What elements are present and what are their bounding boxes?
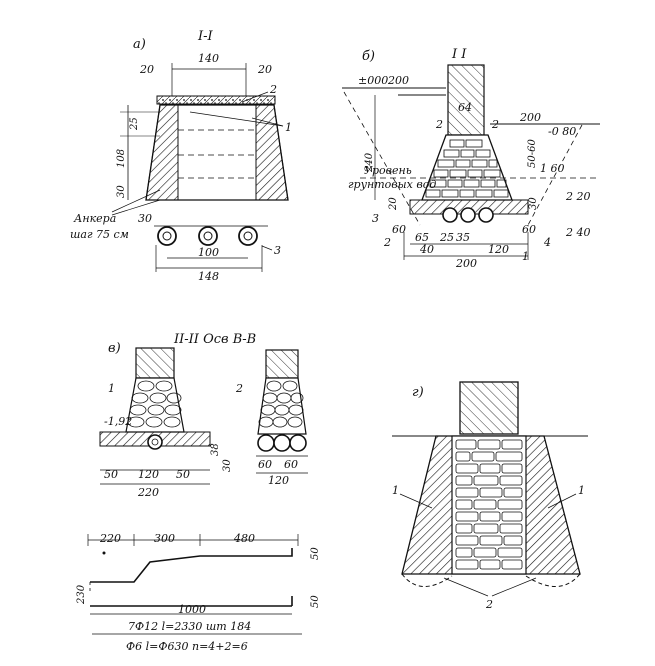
dim-a-20-left: 20: [139, 63, 154, 76]
dim-b-5060: 50-60: [527, 139, 538, 168]
callout-b-2b: 2: [491, 118, 499, 131]
callout-b-3: 3: [372, 212, 379, 225]
panel-a-letter: а): [133, 37, 146, 52]
dim-v-60b: 60: [284, 458, 298, 471]
dim-a-30: 30: [116, 185, 127, 198]
rebar-detail: 220 300 480 230 50 50 1000 7Ф12 l=2330 ш…: [76, 532, 321, 653]
dim-a-100: 100: [198, 246, 219, 259]
dim-a-25: 25: [129, 117, 140, 131]
dim-b-240: 240: [364, 152, 375, 173]
level-b-ground: ±000: [358, 74, 388, 87]
dim-b-25: 25: [439, 231, 454, 244]
level-v: -1,92: [104, 415, 132, 428]
panel-g-letter: г): [412, 385, 424, 400]
dim-a-148: 148: [198, 270, 219, 283]
dim-v-120: 120: [138, 468, 159, 481]
panel-b-section: I I: [451, 47, 467, 62]
dim-v-220: 220: [137, 486, 159, 499]
dim-v-60a: 60: [258, 458, 272, 471]
anchor-label: Анкера: [73, 212, 116, 225]
dim-b-120: 120: [488, 243, 509, 256]
dim-r-50a: 50: [310, 547, 321, 560]
panel-v-letter: в): [108, 341, 121, 356]
callout-a-3: 3: [274, 244, 281, 257]
dim-r-300: 300: [154, 532, 175, 545]
anchor-spacing: шаг 75 см: [70, 228, 129, 241]
level-b-220: 2 20: [565, 190, 591, 203]
panel-v-section: II-II Осв В-В: [173, 332, 256, 347]
groundwater-label2: грунтовых вод: [348, 178, 436, 191]
callout-b-2c: 2: [383, 236, 391, 249]
dim-a-140: 140: [198, 52, 219, 65]
dim-b-64: 64: [458, 101, 472, 114]
panel-v-fig2: 2: [235, 382, 243, 395]
dim-b-30: 30: [528, 197, 539, 210]
dim-v-50-right: 50: [176, 468, 190, 481]
dim-a-30-bottom: 30: [138, 212, 152, 225]
dim-v-38: 38: [210, 443, 221, 456]
dim-b-40: 40: [419, 243, 434, 256]
callout-a-1: 1: [285, 121, 292, 134]
panel-b: б) I I 64 ±000 200 200 -0 80: [342, 47, 600, 270]
dim-r-480: 480: [233, 532, 255, 545]
dim-r-220: 220: [99, 532, 121, 545]
dim-v-30: 30: [222, 459, 233, 472]
level-b-160: 1 60: [540, 162, 565, 175]
callout-g-1-left: 1: [392, 484, 399, 497]
callout-g-2: 2: [485, 598, 493, 611]
groundwater-label: Уровень: [364, 164, 412, 177]
dim-r-230: 230: [76, 584, 87, 605]
dim-r-50b: 50: [310, 595, 321, 608]
panel-b-letter: б): [362, 49, 375, 64]
panel-g: г) 1 1 2: [392, 381, 588, 611]
dim-b-60-right: 60: [522, 223, 536, 236]
level-b-080: -0 80: [548, 125, 576, 138]
dim-b-200: 200: [519, 111, 541, 124]
callout-g-1-right: 1: [578, 484, 585, 497]
callout-a-2: 2: [269, 83, 277, 96]
dim-b-200-bottom: 200: [455, 257, 477, 270]
dim-v-p120: 120: [268, 474, 289, 487]
panel-a-section: I-I: [197, 29, 214, 44]
callout-b-2a: 2: [435, 118, 443, 131]
dim-v-50-left: 50: [104, 468, 118, 481]
dim-b-60-left: 60: [392, 223, 406, 236]
dim-b-35: 35: [456, 231, 470, 244]
rebar-spec-1: 7Ф12 l=2330 шт 184: [128, 620, 251, 633]
dim-r-1000: 1000: [178, 603, 206, 616]
callout-b-1: 1: [522, 250, 529, 263]
dim-a-20-right: 20: [257, 63, 272, 76]
callout-b-4: 4: [543, 236, 551, 249]
level-b-200: 200: [387, 74, 409, 87]
dim-b-65: 65: [415, 231, 429, 244]
panel-a: а) I-I 140 20 20 25 108 30 2 1: [70, 29, 292, 283]
dim-b-20: 20: [388, 197, 399, 211]
panel-v: в) II-II Осв В-В 1 -1,92 38 30 50 120 50…: [99, 332, 308, 499]
level-b-240: 2 40: [565, 226, 591, 239]
dim-a-108: 108: [116, 149, 127, 168]
rebar-spec-2: Ф6 l=Ф630 n=4+2=6: [126, 640, 248, 653]
panel-v-fig1: 1: [108, 382, 115, 395]
